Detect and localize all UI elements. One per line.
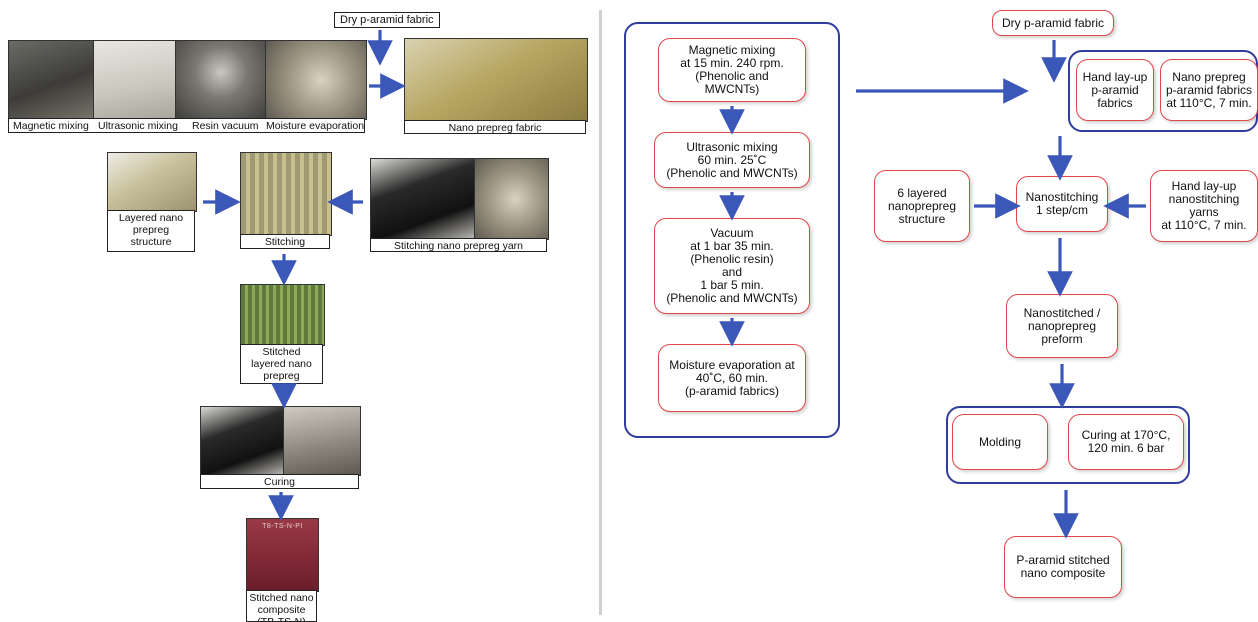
caption-moisture-evaporation: Moisture evaporation [266,120,365,132]
node-nano-prepreg: Nano prepreg p-aramid fabrics at 110°C, … [1160,59,1258,121]
magnetic-mixing-photo [8,40,95,120]
node-hand-layup-yarns: Hand lay-up nanostitching yarns at 110°C… [1150,170,1258,242]
node-six-layered: 6 layered nanoprepreg structure [874,170,970,242]
nano-prepreg-fabric-caption: Nano prepreg fabric [404,120,586,134]
row1-captions: Magnetic mixing Ultrasonic mixing Resin … [8,118,365,133]
node-molding: Molding [952,414,1048,470]
node-dry-fabric: Dry p-aramid fabric [992,10,1114,36]
node-hand-layup: Hand lay-up p-aramid fabrics [1076,59,1154,121]
resin-vacuum-photo [175,40,267,120]
node-moisture-evaporation: Moisture evaporation at 40˚C, 60 min. (p… [658,344,806,412]
node-curing: Curing at 170°C, 120 min. 6 bar [1068,414,1184,470]
resin-prep-group [624,22,840,438]
caption-resin-vacuum: Resin vacuum [192,120,259,132]
node-vacuum: Vacuum at 1 bar 35 min. (Phenolic resin)… [654,218,810,314]
layered-prepreg-caption: Layered nano prepreg structure [107,210,195,252]
dry-fabric-label: Dry p-aramid fabric [334,12,440,28]
panel-divider [599,10,602,615]
stitching-caption: Stitching [240,234,330,249]
stitched-layered-caption: Stitched layered nano prepreg [240,344,323,384]
node-ultrasonic-mixing: Ultrasonic mixing 60 min. 25˚C (Phenolic… [654,132,810,188]
composite-photo-marking: T8-TS-N-PI [262,523,303,530]
composite-photo: T8-TS-N-PI [246,518,319,592]
caption-ultrasonic-mixing: Ultrasonic mixing [98,120,178,132]
node-magnetic-mixing: Magnetic mixing at 15 min. 240 rpm. (Phe… [658,38,806,102]
caption-magnetic-mixing: Magnetic mixing [13,120,89,132]
stitched-layered-photo [240,284,325,346]
node-nanostitching: Nanostitching 1 step/cm [1016,176,1108,232]
nano-prepreg-fabric-photo [404,38,588,122]
curing-caption: Curing [200,474,359,489]
node-preform: Nanostitched / nanoprepreg preform [1006,294,1118,358]
stitching-yarn-caption: Stitching nano prepreg yarn [370,238,547,252]
composite-caption: Stitched nano composite (TB-TS-N) [246,590,317,622]
node-final-composite: P-aramid stitched nano composite [1004,536,1122,598]
stitching-yarn-photo-1 [370,158,476,240]
stitching-yarn-photo-2 [474,158,549,240]
curing-photo-2 [283,406,361,476]
